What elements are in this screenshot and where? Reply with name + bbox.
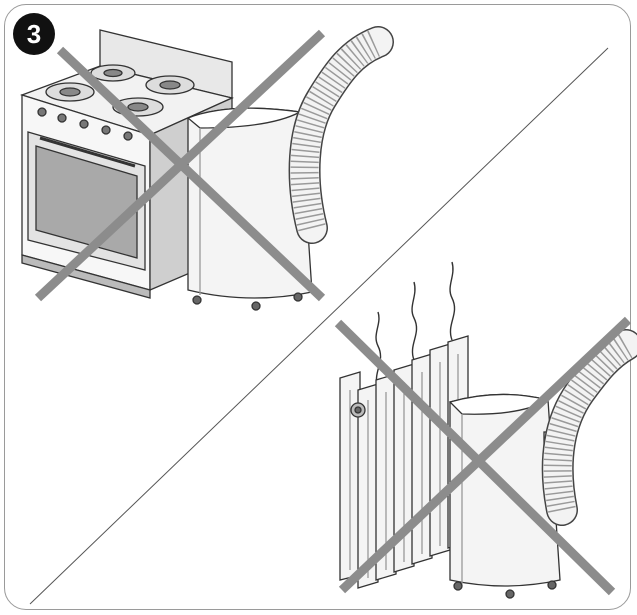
air-conditioner-unit-2 (448, 393, 561, 599)
exhaust-hose-1 (288, 26, 394, 244)
heat-wave-icons (375, 261, 456, 389)
exhaust-hose-2 (541, 329, 637, 526)
step-number-badge: 3 (13, 13, 55, 55)
prohibited-cross-1 (34, 29, 326, 302)
heating-radiator-illustration (339, 335, 469, 589)
prohibited-cross-2 (334, 316, 632, 596)
scene-divider-line (29, 47, 609, 605)
